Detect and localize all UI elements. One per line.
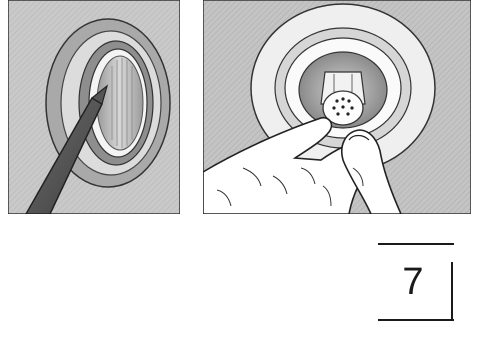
page-number-box: 7 <box>378 243 454 323</box>
page-number-side-rule <box>451 262 453 320</box>
tweezers-removing-membrane-illustration <box>8 0 180 214</box>
fingers-inserting-connector-illustration <box>203 0 471 214</box>
illustration-fingers-inserting-connector <box>203 0 471 214</box>
page-number-top-rule <box>378 243 454 245</box>
page-number: 7 <box>378 260 448 304</box>
illustration-tool-in-opening <box>8 0 180 214</box>
page-number-bottom-rule <box>378 319 454 321</box>
